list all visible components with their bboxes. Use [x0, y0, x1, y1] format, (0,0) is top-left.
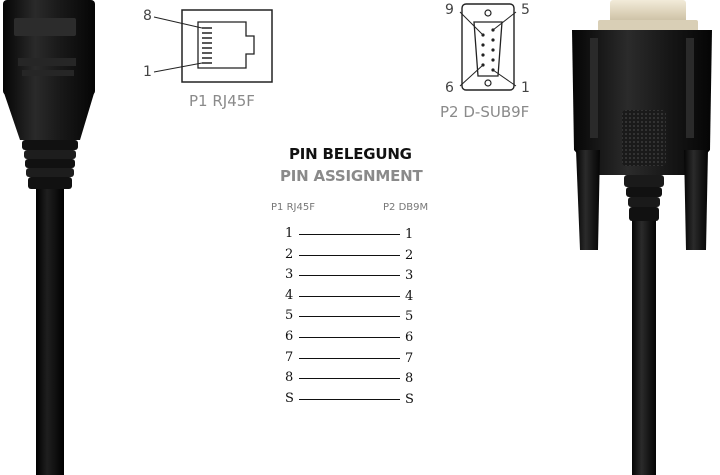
pin-row-left-label: 3 — [285, 267, 294, 282]
dsub9-pinout-diagram — [459, 3, 517, 91]
pin-row-right-label: 3 — [405, 268, 414, 283]
left-column-header: P1 RJ45F — [271, 202, 315, 213]
pin-connection-line — [299, 316, 400, 318]
dsub-pin-1-label: 1 — [521, 80, 530, 96]
pin-assignment-subtitle: PIN ASSIGNMENT — [280, 167, 423, 185]
pin-belegung-title: PIN BELEGUNG — [289, 145, 412, 163]
pin-connection-line — [299, 399, 400, 401]
pin-connection-line — [299, 275, 400, 277]
rj45-pin-1-label: 1 — [143, 64, 152, 80]
pin-row-right-label: 5 — [405, 309, 414, 324]
rj45-pin-8-label: 8 — [143, 8, 152, 24]
pin-connection-line — [299, 378, 400, 380]
dsub-connector-label: P2 D-SUB9F — [440, 103, 530, 121]
pin-row-right-label: 4 — [405, 289, 414, 304]
pin-row-left-label: 2 — [285, 247, 294, 262]
pin-row-left-label: 6 — [285, 329, 294, 344]
pin-connection-line — [299, 234, 400, 236]
dsub-pin-6-label: 6 — [445, 80, 454, 96]
rj45-pinout-diagram — [153, 9, 273, 83]
pin-connection-line — [299, 255, 400, 257]
pin-connection-line — [299, 296, 400, 298]
pin-row-right-label: 7 — [405, 351, 414, 366]
pin-row-left-label: S — [285, 391, 294, 406]
db9-cable-illustration — [572, 0, 712, 475]
pin-row-right-label: 2 — [405, 248, 414, 263]
dsub-pin-9-label: 9 — [445, 2, 454, 18]
pin-row-left-label: 5 — [285, 308, 294, 323]
pin-row-right-label: 8 — [405, 371, 414, 386]
pin-connection-line — [299, 337, 400, 339]
pin-row-left-label: 4 — [285, 288, 294, 303]
pin-connection-line — [299, 358, 400, 360]
pin-row-right-label: S — [405, 392, 414, 407]
pin-row-right-label: 6 — [405, 330, 414, 345]
pin-row-left-label: 1 — [285, 226, 294, 241]
rj45-connector-label: P1 RJ45F — [189, 92, 255, 110]
pin-row-left-label: 8 — [285, 370, 294, 385]
right-column-header: P2 DB9M — [383, 202, 429, 213]
dsub-pin-5-label: 5 — [521, 2, 530, 18]
pin-row-left-label: 7 — [285, 350, 294, 365]
pin-row-right-label: 1 — [405, 227, 414, 242]
rj45-cable-illustration — [3, 0, 95, 475]
